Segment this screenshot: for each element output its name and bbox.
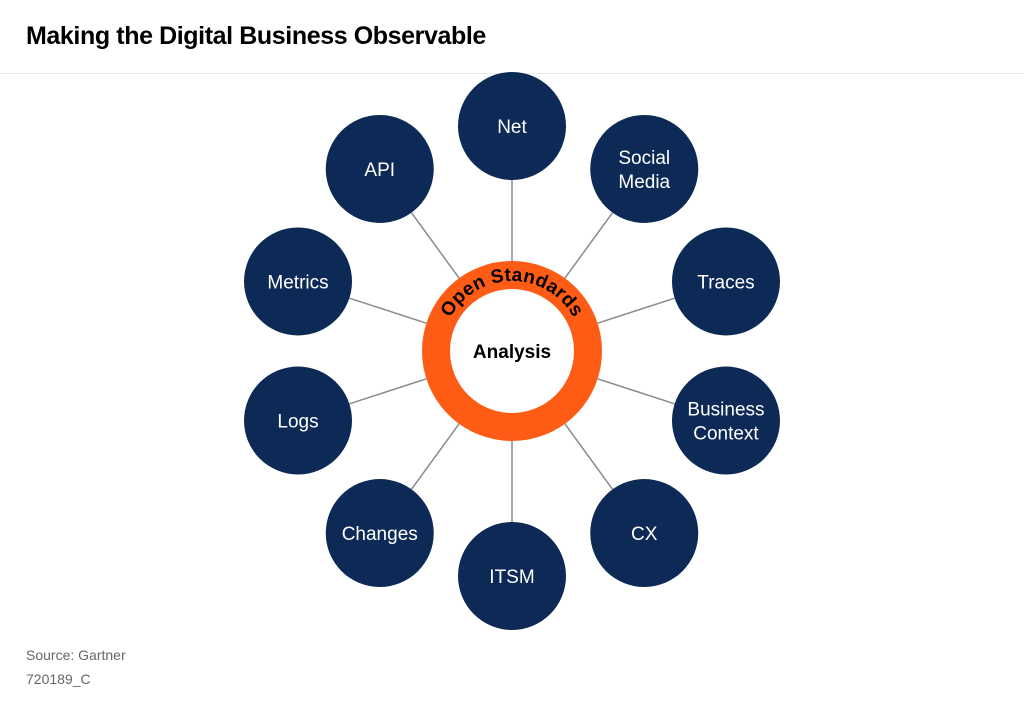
node-label-api: API <box>364 160 395 181</box>
node-label-business-context: Context <box>693 424 759 445</box>
connector-metrics <box>349 297 427 324</box>
node-label-logs: Logs <box>277 412 318 433</box>
node-circle-traces <box>671 227 780 336</box>
connector-traces <box>597 297 675 324</box>
nodes: NetSocialMediaTracesBusinessContextCXITS… <box>244 72 780 630</box>
node-logs: Logs <box>244 366 353 475</box>
node-label-social-media: Media <box>618 172 670 193</box>
node-label-metrics: Metrics <box>267 272 328 293</box>
node-circle-net <box>458 72 566 180</box>
node-circle-logs <box>244 366 353 475</box>
connector-changes <box>410 423 460 490</box>
open-standards-ring <box>422 261 602 441</box>
hub: Open Standards Analysis <box>422 261 602 441</box>
node-circle-metrics <box>244 227 353 336</box>
node-label-itsm: ITSM <box>489 567 534 588</box>
node-net: Net <box>458 72 566 180</box>
node-label-traces: Traces <box>697 272 754 293</box>
connector-business-context <box>597 378 675 405</box>
node-api: API <box>325 114 434 223</box>
page-title: Making the Digital Business Observable <box>26 22 486 50</box>
source-note: Source: Gartner <box>26 647 126 663</box>
center-label: Analysis <box>473 342 551 363</box>
node-metrics: Metrics <box>244 227 353 336</box>
node-circle-itsm <box>458 522 566 630</box>
connector-logs <box>349 378 427 405</box>
connector-api <box>410 212 460 279</box>
node-itsm: ITSM <box>458 522 566 630</box>
node-circle-business-context <box>671 366 780 475</box>
connectors <box>349 180 675 522</box>
figure-code: 720189_C <box>26 671 91 687</box>
node-label-business-context: Business <box>687 400 764 421</box>
node-label-net: Net <box>497 117 527 138</box>
node-label-changes: Changes <box>342 524 418 545</box>
node-changes: Changes <box>325 479 434 588</box>
node-circle-social-media <box>590 114 699 223</box>
node-label-cx: CX <box>631 524 658 545</box>
node-circle-api <box>325 114 434 223</box>
node-traces: Traces <box>671 227 780 336</box>
connector-social-media <box>564 212 614 279</box>
node-circle-cx <box>590 479 699 588</box>
node-cx: CX <box>590 479 699 588</box>
node-label-social-media: Social <box>618 148 670 169</box>
connector-cx <box>564 423 614 490</box>
node-circle-changes <box>325 479 434 588</box>
